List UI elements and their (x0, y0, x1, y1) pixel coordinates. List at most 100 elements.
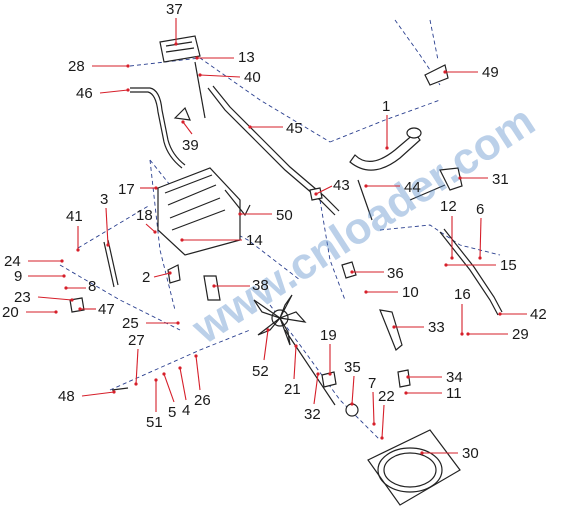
callout-label: 39 (182, 137, 199, 154)
callout-label: 21 (284, 381, 301, 398)
callout-21: 21 (284, 344, 301, 398)
part-48-bolt (111, 387, 129, 391)
callout-22: 22 (378, 388, 395, 440)
callout-2: 2 (142, 269, 172, 286)
callout-label: 14 (246, 232, 263, 249)
callout-label: 52 (252, 363, 269, 380)
callout-19: 19 (320, 327, 337, 376)
callout-label: 38 (252, 277, 269, 294)
callout-label: 35 (344, 359, 361, 376)
callout-label: 2 (142, 269, 150, 286)
callout-12: 12 (440, 198, 457, 260)
callout-39: 39 (181, 120, 199, 154)
callout-label: 5 (168, 404, 176, 421)
callout-9: 9 (14, 268, 66, 285)
callout-30: 30 (420, 445, 479, 462)
callout-20: 20 (2, 304, 58, 321)
callout-label: 25 (122, 315, 139, 332)
callout-26: 26 (194, 354, 211, 409)
part-36-coupler (341, 261, 357, 279)
callout-label: 42 (530, 306, 547, 323)
callout-45: 45 (248, 120, 303, 137)
callout-48: 48 (58, 388, 116, 405)
callout-label: 3 (100, 191, 108, 208)
callout-label: 31 (492, 171, 509, 188)
callout-13: 13 (195, 49, 255, 66)
part-2-bracket (167, 264, 181, 284)
part-35-pulley (345, 403, 359, 417)
callout-15: 15 (444, 257, 517, 274)
callout-label: 4 (182, 402, 190, 419)
callout-label: 48 (58, 388, 75, 405)
callout-17: 17 (118, 181, 158, 198)
part-3-strut (107, 239, 119, 286)
callout-41: 41 (66, 208, 83, 252)
callout-label: 46 (76, 85, 93, 102)
callout-label: 20 (2, 304, 19, 321)
callout-29: 29 (466, 326, 529, 343)
callout-49: 49 (443, 64, 499, 81)
callout-18: 18 (136, 207, 157, 234)
callout-10: 10 (364, 284, 419, 301)
callout-label: 45 (286, 120, 303, 137)
callout-1: 1 (382, 98, 390, 150)
part-30-shroud (367, 429, 461, 506)
callout-label: 51 (146, 414, 163, 431)
callout-label: 11 (446, 385, 462, 402)
callout-label: 10 (402, 284, 419, 301)
callout-label: 22 (378, 388, 395, 405)
part-33-hose (379, 309, 403, 351)
callout-label: 43 (333, 177, 350, 194)
part-44-fitting (357, 179, 373, 221)
callout-label: 37 (166, 1, 183, 18)
callout-label: 44 (404, 179, 421, 196)
callout-label: 47 (98, 301, 115, 318)
callout-23: 23 (14, 289, 74, 306)
callout-label: 32 (304, 406, 321, 423)
callout-label: 28 (68, 58, 85, 75)
callout-label: 27 (128, 332, 145, 349)
callout-label: 34 (446, 369, 463, 386)
callout-14: 14 (180, 232, 263, 249)
callout-33: 33 (392, 319, 445, 336)
callout-37: 37 (166, 1, 183, 46)
callout-label: 1 (382, 98, 390, 115)
callout-label: 49 (482, 64, 499, 81)
callout-label: 7 (368, 375, 376, 392)
callout-31: 31 (458, 171, 509, 188)
callout-52: 52 (252, 328, 270, 380)
part-21-shaft (284, 329, 336, 406)
callout-6: 6 (476, 201, 484, 260)
callout-label: 15 (500, 257, 517, 274)
callout-32: 32 (304, 372, 321, 423)
callout-7: 7 (368, 375, 376, 426)
callout-label: 9 (14, 268, 22, 285)
callout-3: 3 (100, 191, 110, 247)
part-49-bracket (424, 64, 449, 86)
callout-5: 5 (162, 372, 176, 421)
callout-11: 11 (404, 385, 462, 402)
callout-label: 6 (476, 201, 484, 218)
callout-50: 50 (238, 207, 293, 224)
part-52-fan (253, 294, 307, 346)
part-34-fitting (397, 369, 411, 388)
callout-44: 44 (364, 179, 421, 196)
callout-51: 51 (146, 378, 163, 431)
callout-16: 16 (454, 286, 471, 336)
part-40-rod (194, 61, 206, 119)
callout-label: 13 (238, 49, 255, 66)
callout-28: 28 (68, 58, 130, 75)
part-37-box (159, 35, 201, 63)
part-50-bracket (224, 189, 251, 217)
part-14-radiator (157, 167, 241, 256)
callout-label: 23 (14, 289, 31, 306)
callout-47: 47 (78, 301, 115, 318)
callout-label: 33 (428, 319, 445, 336)
callout-27: 27 (128, 332, 145, 386)
part-drawings (69, 35, 503, 506)
callout-label: 19 (320, 327, 337, 344)
callout-42: 42 (498, 306, 547, 323)
part-45-hose (207, 87, 336, 216)
callout-label: 26 (194, 392, 211, 409)
